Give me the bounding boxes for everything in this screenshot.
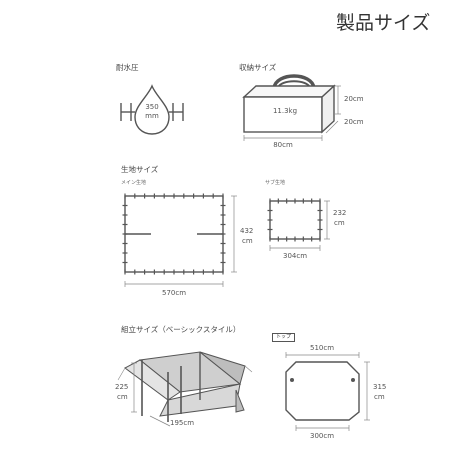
- assembly-height-value: 225: [115, 383, 129, 391]
- top-depth-value: 315: [373, 383, 387, 391]
- main-fabric-label: メイン生地: [121, 180, 147, 186]
- assembly-size-label: 組立サイズ（ベーシックスタイル）: [121, 325, 241, 334]
- top-depth-unit: cm: [374, 393, 385, 401]
- water-unit: mm: [145, 112, 159, 120]
- sub-width: 304cm: [282, 252, 308, 260]
- sub-height-value: 232: [333, 209, 347, 217]
- storage-size-label: 収納サイズ: [239, 63, 277, 72]
- main-width: 570cm: [161, 289, 187, 297]
- assembly-depth: 195cm: [170, 419, 195, 427]
- storage-height: 20cm: [344, 95, 364, 103]
- water-resistance-label: 耐水圧: [116, 63, 139, 72]
- assembly-height-unit: cm: [117, 393, 128, 401]
- top-inner-width: 300cm: [309, 432, 335, 440]
- sub-fabric-label: サブ生地: [265, 180, 286, 186]
- main-height-unit: cm: [242, 237, 253, 245]
- storage-weight: 11.3kg: [272, 107, 298, 115]
- sub-height-unit: cm: [334, 219, 345, 227]
- fabric-size-label: 生地サイズ: [121, 165, 159, 174]
- page-title: 製品サイズ: [336, 12, 431, 34]
- top-width: 510cm: [309, 344, 335, 352]
- storage-width: 80cm: [273, 141, 293, 149]
- top-view-tag: トップ: [272, 333, 296, 342]
- water-value: 350: [145, 103, 159, 111]
- main-height-value: 432: [240, 227, 254, 235]
- storage-depth: 20cm: [344, 118, 364, 126]
